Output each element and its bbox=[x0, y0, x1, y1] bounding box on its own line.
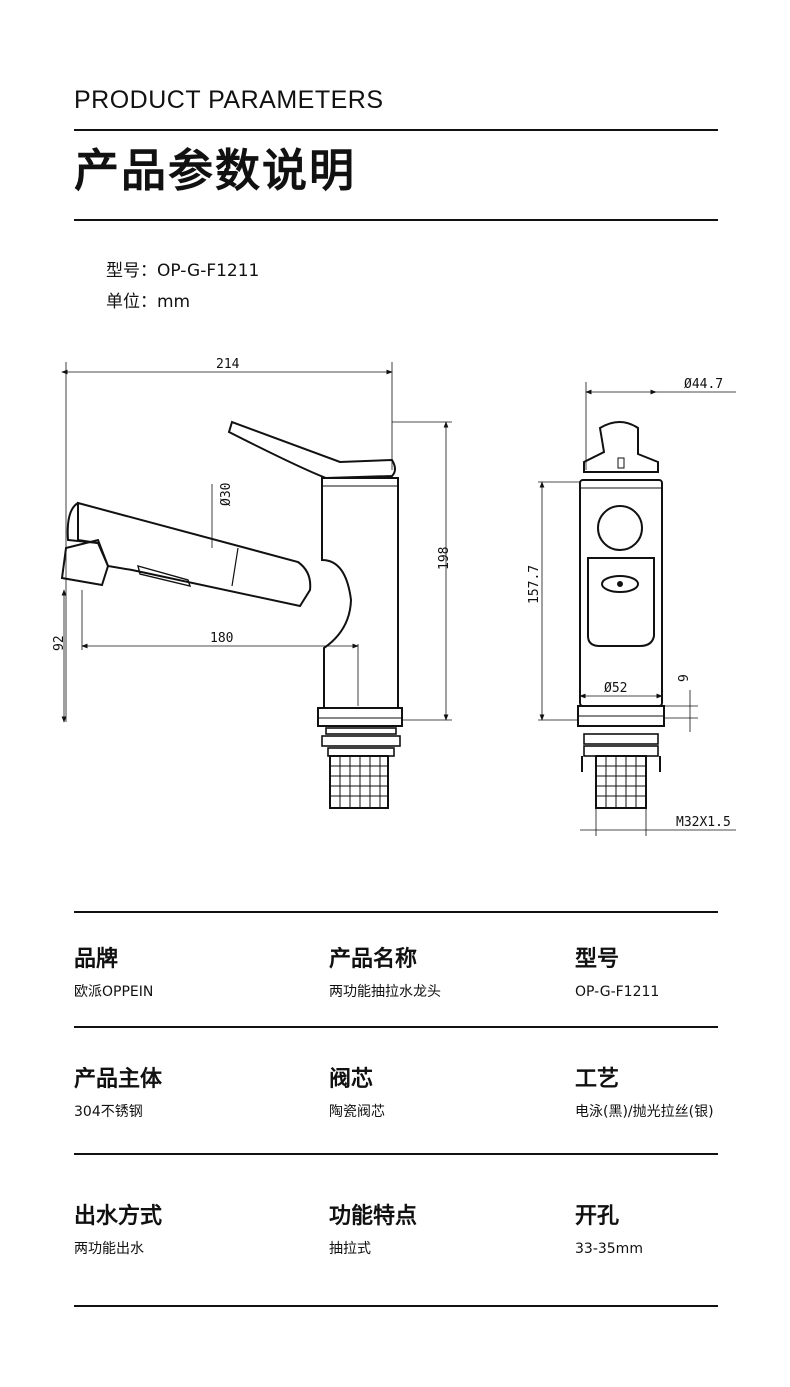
dim-198: 198 bbox=[437, 547, 452, 570]
spec-label-body: 产品主体 bbox=[74, 1067, 163, 1092]
spec-value-features: 抽拉式 bbox=[329, 1241, 371, 1257]
spec-label-finish: 工艺 bbox=[575, 1067, 620, 1092]
spec-label-model: 型号 bbox=[575, 947, 620, 972]
front-view bbox=[538, 382, 736, 836]
dim-157-7: 157.7 bbox=[527, 565, 542, 604]
faucet-technical-drawing: 214 Ø30 180 92 198 Ø44.7 157.7 Ø52 9 M32… bbox=[52, 357, 736, 836]
spec-value-valve-core: 陶瓷阀芯 bbox=[329, 1104, 385, 1120]
spec-value-model: OP-G-F1211 bbox=[575, 984, 660, 1000]
section-title-cn: 产品参数说明 bbox=[74, 144, 357, 197]
dim-180: 180 bbox=[210, 631, 233, 646]
side-view bbox=[60, 362, 452, 809]
spec-label-outlet: 出水方式 bbox=[74, 1204, 163, 1229]
unit-line: 单位：mm bbox=[106, 292, 191, 312]
dim-diameter-30: Ø30 bbox=[219, 483, 234, 506]
spec-label-hole: 开孔 bbox=[575, 1204, 620, 1229]
divider bbox=[74, 219, 718, 221]
spec-label-product-name: 产品名称 bbox=[329, 947, 418, 972]
spec-label-brand: 品牌 bbox=[74, 947, 119, 972]
divider bbox=[74, 1153, 718, 1155]
spec-value-body: 304不锈钢 bbox=[74, 1104, 143, 1120]
spec-label-valve-core: 阀芯 bbox=[329, 1067, 374, 1092]
dim-diameter-44-7: Ø44.7 bbox=[684, 377, 723, 392]
divider bbox=[74, 1305, 718, 1307]
dim-diameter-52: Ø52 bbox=[604, 681, 627, 696]
spec-value-hole: 33-35mm bbox=[575, 1241, 643, 1257]
thread-hatch bbox=[330, 756, 388, 808]
dim-92: 92 bbox=[52, 635, 67, 651]
dim-9: 9 bbox=[677, 674, 692, 682]
dim-214: 214 bbox=[216, 357, 240, 372]
spec-value-finish: 电泳(黑)/抛光拉丝(银) bbox=[575, 1104, 714, 1120]
spec-value-brand: 欧派OPPEIN bbox=[74, 984, 154, 1000]
model-line: 型号：OP-G-F1211 bbox=[106, 261, 260, 281]
spec-value-outlet: 两功能出水 bbox=[74, 1241, 144, 1257]
divider bbox=[74, 1026, 718, 1028]
dim-thread: M32X1.5 bbox=[676, 815, 731, 830]
divider bbox=[74, 129, 718, 131]
section-title-en: PRODUCT PARAMETERS bbox=[74, 86, 384, 114]
spec-label-features: 功能特点 bbox=[329, 1204, 418, 1229]
divider bbox=[74, 911, 718, 913]
spec-value-product-name: 两功能抽拉水龙头 bbox=[329, 984, 441, 1000]
